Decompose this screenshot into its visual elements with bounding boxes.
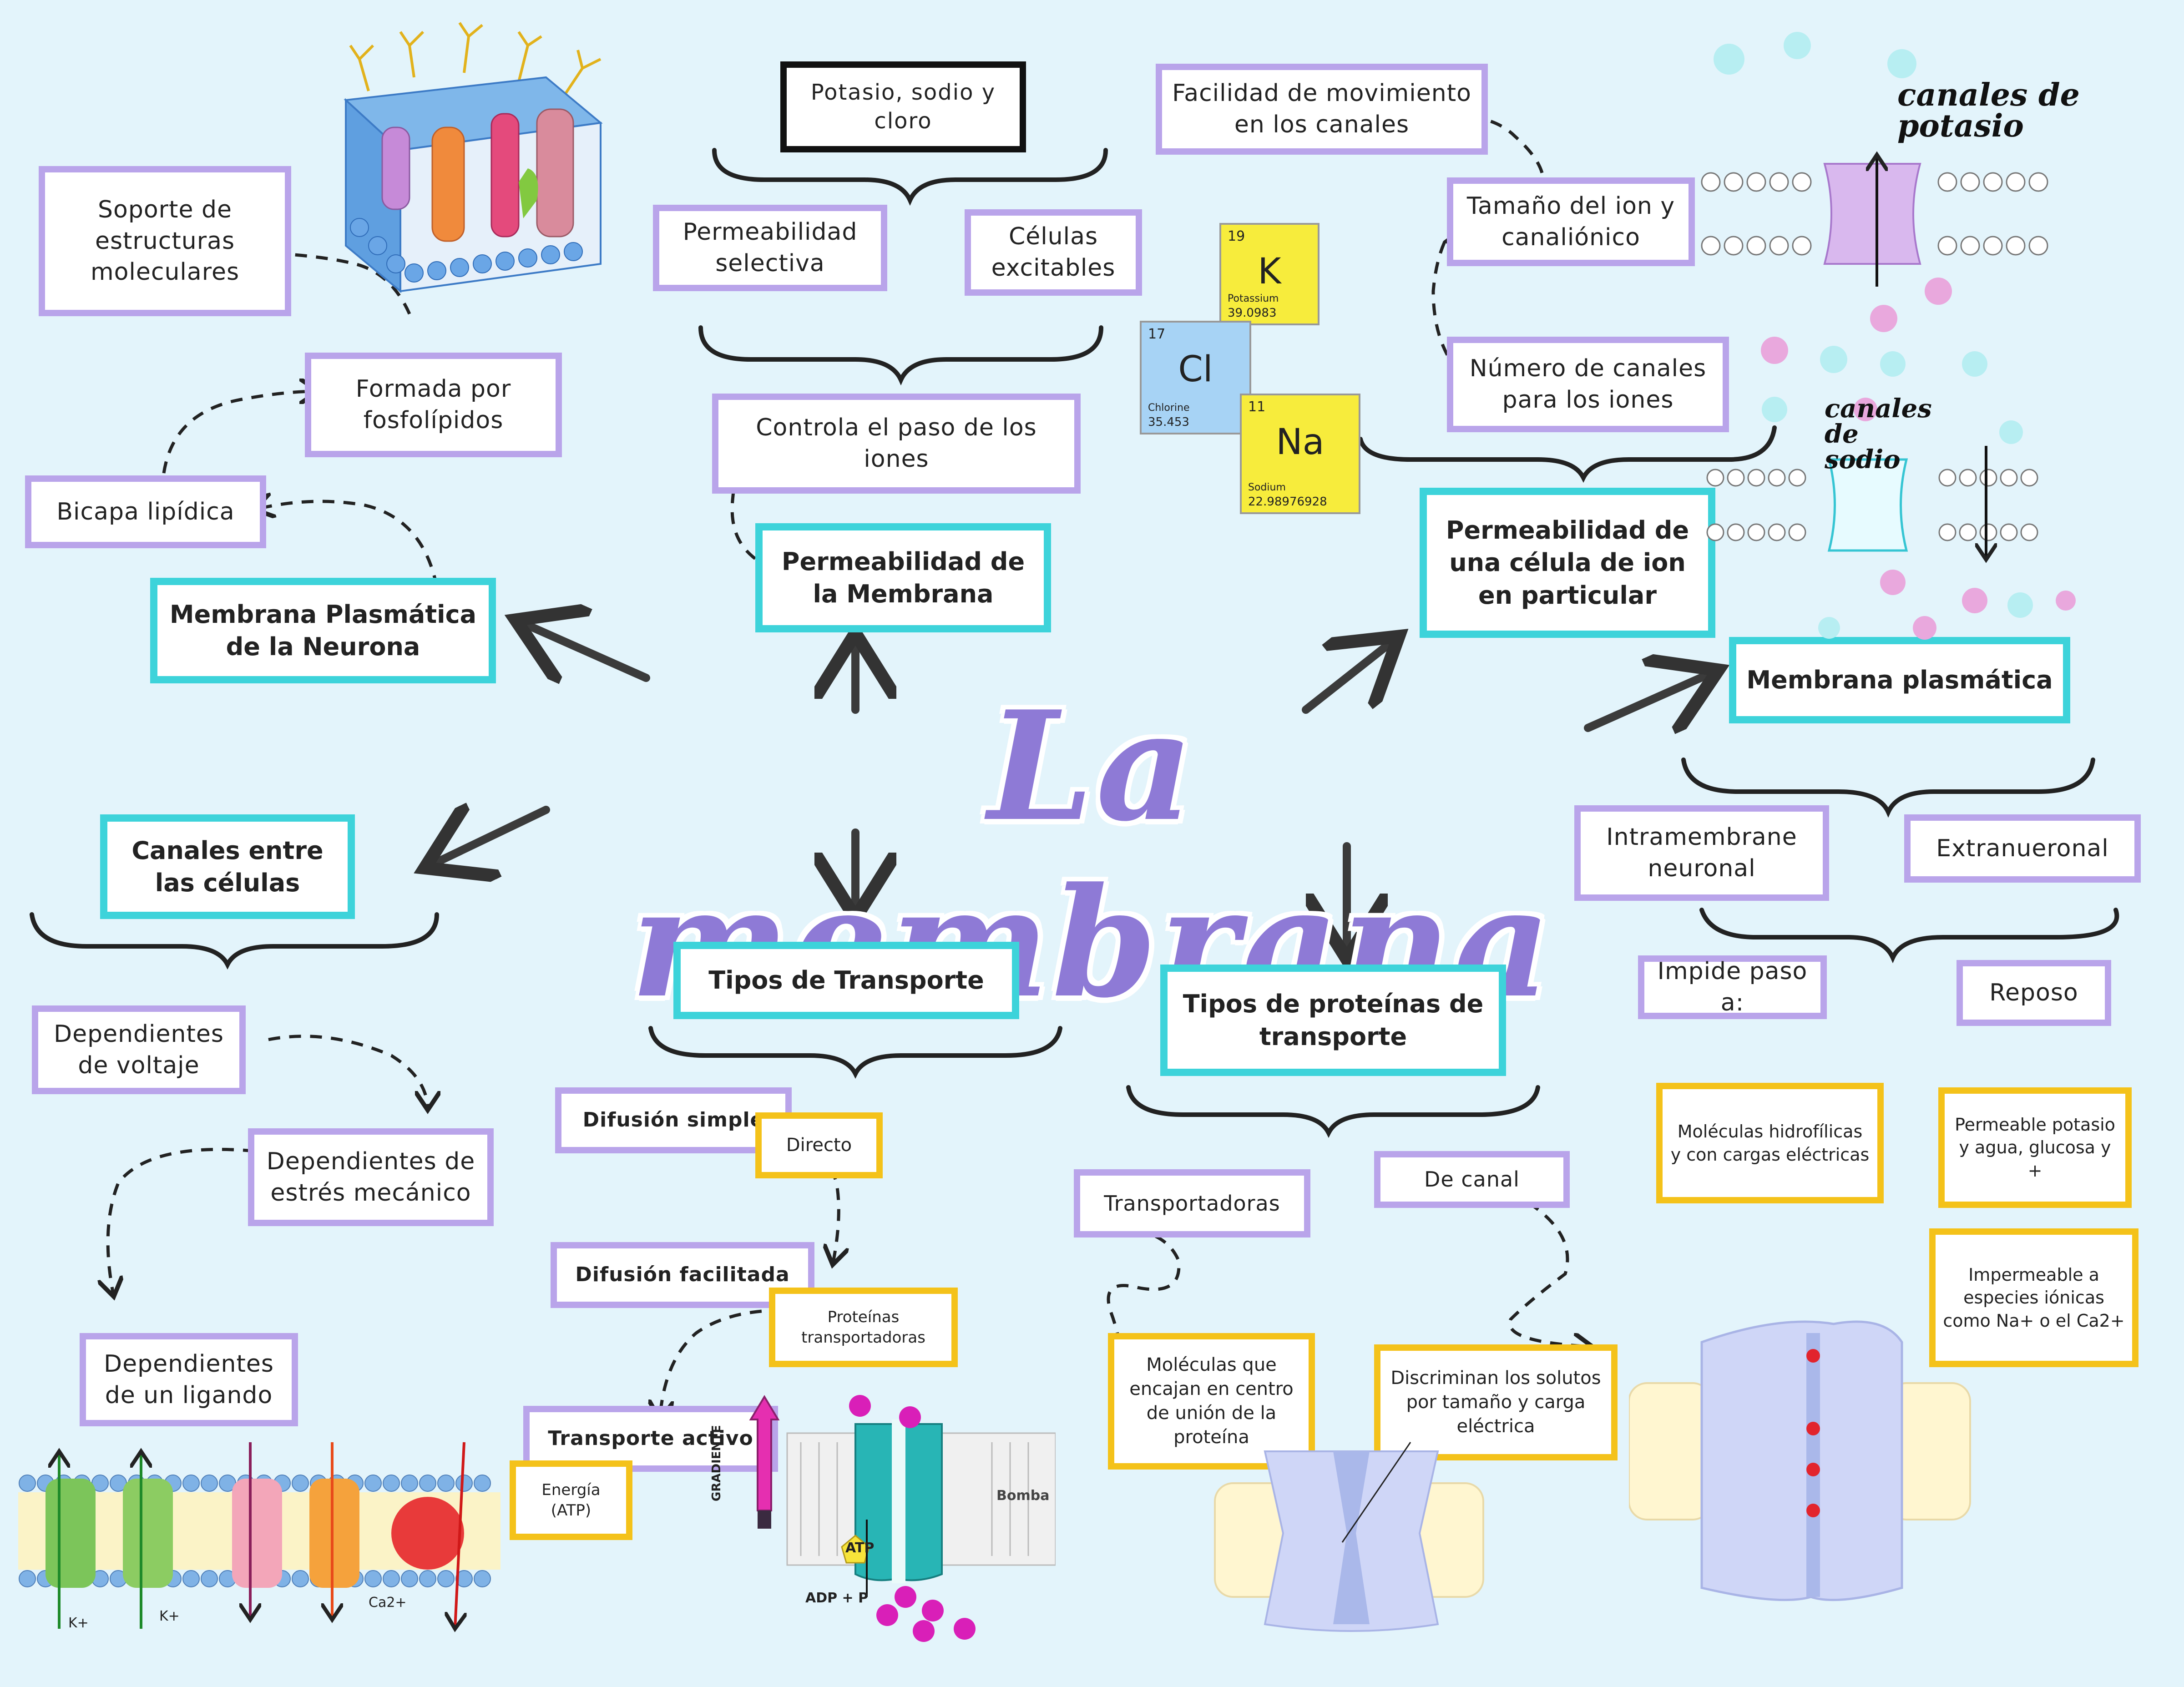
node-soporte: Soporte de estructuras moleculares [39,166,291,316]
element-name: Sodium [1248,482,1286,493]
node-tipos-proteinas: Tipos de proteínas de transporte [1160,965,1506,1076]
node-dependientes-voltaje: Dependientes de voltaje [32,1005,246,1094]
channel-protein-illustration-small [1214,1442,1484,1632]
channel-protein-illustration-large [1629,1320,1971,1601]
element-symbol: K [1258,251,1281,292]
node-transporte-activo: Transporte activo [523,1406,778,1472]
node-canales-celulas: Canales entre las células [100,814,355,919]
node-permeabilidad-ion: Permeabilidad de una célula de ion en pa… [1420,488,1715,638]
node-dependientes-ligando: Dependientes de un ligando [80,1333,298,1426]
label-canales-sodio: canales de sodio [1825,394,1932,475]
element-name: Potassium [1228,293,1279,304]
node-membrana-plasmatica: Membrana plasmática [1729,637,2070,723]
element-tile-sodium: 11 Na Sodium 22.98976928 [1240,394,1360,514]
node-membrana-neurona: Membrana Plasmática de la Neurona [150,578,496,683]
atomic-number: 11 [1248,399,1266,415]
node-impide-paso: Impide paso a: [1638,955,1827,1019]
node-moleculas-encajan: Moléculas que encajan en centro de unión… [1108,1333,1315,1470]
element-tile-chlorine: 17 Cl Chlorine 35.453 [1140,321,1251,434]
atp-label: ATP [845,1540,875,1556]
ion-label-k-1: K+ [68,1615,89,1631]
ion-label-k-2: K+ [159,1608,180,1624]
node-moleculas-hidrofilicas: Moléculas hidrofílicas y con cargas eléc… [1656,1083,1884,1203]
label-canales-potasio: canales de potasio [1897,77,2080,144]
sodium-channel-membrane [1706,446,2038,560]
gradiente-label: GRADIENTE [710,1425,723,1501]
node-impermeable: Impermeable a especies iónicas como Na+ … [1929,1228,2138,1367]
node-numero-canales: Número de canales para los iones [1447,337,1729,432]
node-tamano-ion: Tamaño del ion y canaliónico [1447,177,1695,266]
node-de-canal: De canal [1374,1151,1570,1208]
adp-label: ADP + P [805,1590,869,1606]
element-symbol: Na [1276,422,1325,463]
potassium-channel-membrane [1701,155,2048,287]
node-extranueronal: Extranueronal [1904,814,2141,883]
ion-label-ca: Ca2+ [369,1595,407,1611]
node-intramembrane: Intramembrane neuronal [1574,805,1829,901]
bomba-label: Bomba [996,1488,1050,1504]
node-tipos-transporte: Tipos de Transporte [673,942,1019,1019]
node-facilidad: Facilidad de movimiento en los canales [1156,64,1488,155]
main-arrows [432,623,1711,951]
braces [30,148,2119,1138]
element-tile-potassium: 19 K Potassium 39.0983 [1219,223,1320,325]
ion-particles [1714,32,2076,640]
node-formada: Formada por fosfolípidos [305,353,562,457]
node-controla: Controla el paso de los iones [712,394,1081,494]
node-energia-atp: Energía (ATP) [510,1460,632,1540]
atomic-mass: 39.0983 [1228,306,1277,320]
atomic-number: 19 [1228,228,1245,244]
atomic-mass: 22.98976928 [1248,495,1327,509]
node-reposo: Reposo [1956,960,2111,1026]
node-permeable: Permeable potasio y agua, glucosa y + [1938,1087,2132,1208]
node-transportadoras: Transportadoras [1074,1169,1310,1237]
atomic-mass: 35.453 [1148,415,1189,429]
node-potasio-sodio-cloro: Potasio, sodio y cloro [780,61,1026,152]
pump-illustration [749,1395,1056,1642]
node-proteinas-transportadoras: Proteínas transportadoras [769,1288,958,1367]
atomic-number: 17 [1148,326,1166,342]
node-permeabilidad-membrana: Permeabilidad de la Membrana [755,523,1051,632]
element-name: Chlorine [1148,402,1190,414]
node-bicapa: Bicapa lipídica [25,475,266,548]
ion-channels-illustration [1701,32,2076,640]
node-dependientes-estres: Dependientes de estrés mecánico [248,1128,494,1226]
element-symbol: Cl [1178,349,1213,390]
membrane-bilayer-illustration [344,22,603,293]
ligand-channels-illustration [18,1442,500,1647]
node-permeabilidad-selectiva: Permeabilidad selectiva [653,205,887,291]
node-directo: Directo [755,1112,883,1178]
node-celulas-excitables: Células excitables [965,209,1142,296]
